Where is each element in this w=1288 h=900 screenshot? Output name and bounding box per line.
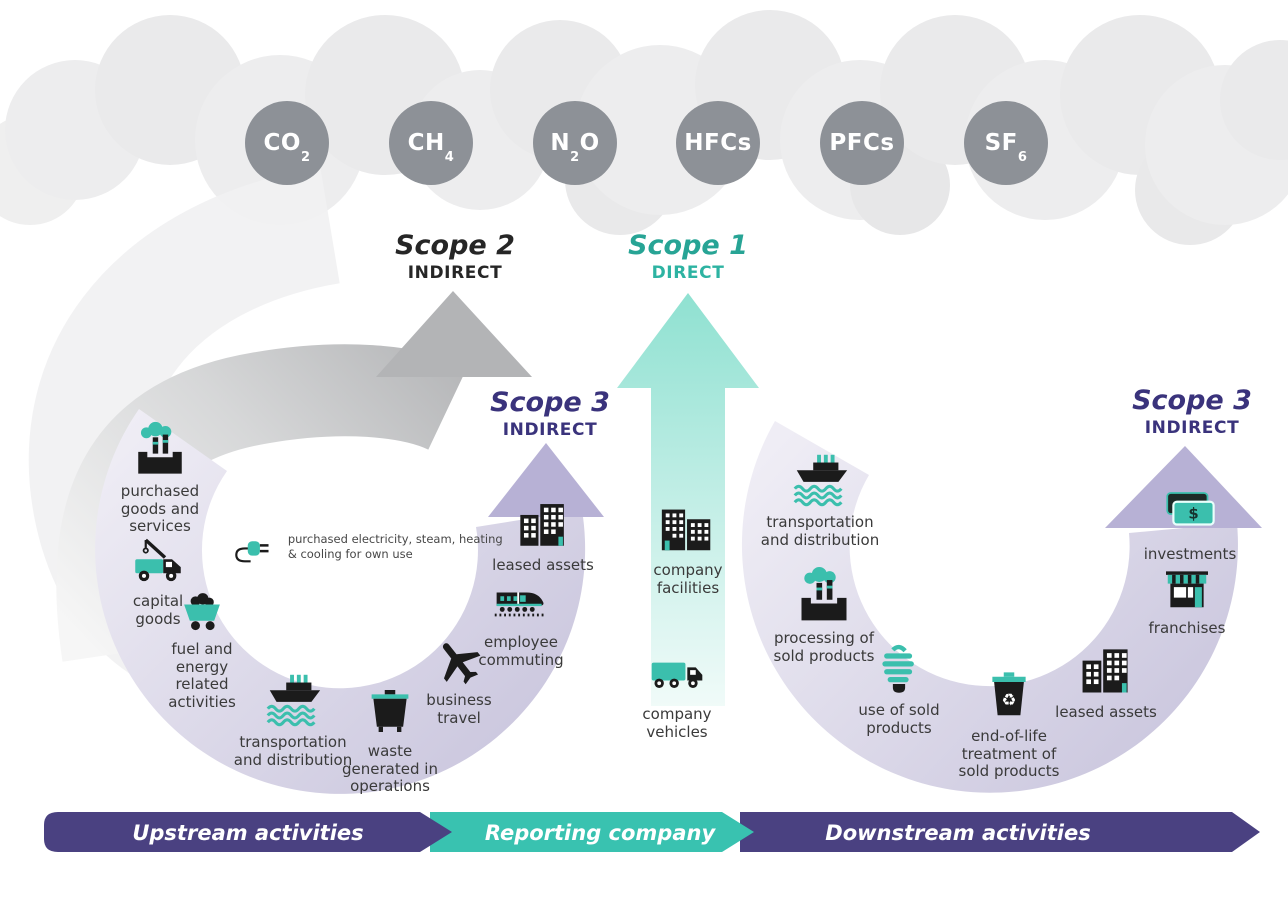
item-company-vehicles: company vehicles xyxy=(629,642,725,741)
gas-label: N xyxy=(550,130,571,156)
item-label: transportation and distribution xyxy=(760,513,880,549)
gas-label: PFCs xyxy=(829,130,895,156)
buildings-icon xyxy=(661,509,711,551)
downstream-bar-label: Downstream activities xyxy=(825,821,1091,845)
reporting-bar-label: Reporting company xyxy=(484,821,716,845)
item-business-travel: business travel xyxy=(414,634,504,727)
gas-label: HFCs xyxy=(684,130,752,156)
item-label: company vehicles xyxy=(642,705,712,741)
gas-label: CH xyxy=(407,130,445,156)
item-label: franchises xyxy=(1148,619,1226,637)
item-label: waste generated in operations xyxy=(342,742,438,796)
ship-icon xyxy=(266,674,321,727)
item-fuel-energy: fuel and energy related activities xyxy=(148,585,256,712)
gas-circle-hfcs: HFCs xyxy=(676,101,760,185)
ship-icon xyxy=(793,454,848,507)
scope1-title: Scope 1 xyxy=(628,230,748,261)
item-label: purchased electricity, steam, heating & … xyxy=(287,532,503,561)
item-label: transportation and distribution xyxy=(233,733,353,769)
item-processing: processing of sold products xyxy=(761,566,887,665)
item-waste: waste generated in operations xyxy=(338,683,442,796)
downstream-arc xyxy=(741,421,1262,793)
scope2-subtitle: INDIRECT xyxy=(407,263,503,284)
item-employee-commuting: employee commuting xyxy=(465,570,577,669)
banknotes-icon: $ xyxy=(1166,492,1215,526)
item-label: employee commuting xyxy=(478,633,564,669)
svg-text:$: $ xyxy=(1188,504,1198,522)
scope3-right-subtitle: INDIRECT xyxy=(1144,418,1240,439)
item-label: end-of-life treatment of sold products xyxy=(958,727,1060,781)
bottom-bar xyxy=(44,812,1260,852)
item-end-of-life: ♻ end-of-life treatment of sold products xyxy=(951,668,1067,781)
upstream-bar-label: Upstream activities xyxy=(132,821,364,845)
item-label: purchased goods and services xyxy=(120,482,200,536)
svg-text:♻: ♻ xyxy=(1002,691,1017,710)
item-transportation-downstream: transportation and distribution xyxy=(760,448,880,549)
scope1-subtitle: DIRECT xyxy=(651,263,725,284)
factory-icon xyxy=(138,421,182,474)
item-label: use of sold products xyxy=(858,701,940,737)
plane-icon xyxy=(442,643,481,685)
scope3-left-label: Scope 3 INDIRECT xyxy=(490,387,610,441)
crane-truck-icon xyxy=(135,538,181,582)
scope3-right-title: Scope 3 xyxy=(1132,385,1252,416)
item-label: business travel xyxy=(426,691,492,727)
truck-icon xyxy=(651,662,703,688)
scope3-right-label: Scope 3 INDIRECT xyxy=(1132,385,1252,439)
item-purchased-electricity: purchased electricity, steam, heating & … xyxy=(232,524,512,570)
item-label: investments xyxy=(1143,545,1237,563)
item-leased-assets-downstream: leased assets xyxy=(1044,640,1168,722)
item-leased-assets-upstream: leased assets xyxy=(483,495,603,575)
building-icon xyxy=(520,504,564,546)
train-icon xyxy=(494,592,546,617)
item-label: leased assets xyxy=(492,556,594,574)
item-label: leased assets xyxy=(1055,703,1157,721)
gas-label: CO xyxy=(263,130,301,156)
item-transportation-upstream: transportation and distribution xyxy=(233,668,353,769)
item-franchises: franchises xyxy=(1132,560,1242,638)
dumpster-icon xyxy=(371,690,409,732)
item-use-of-sold: use of sold products xyxy=(847,642,951,737)
mine-cart-icon xyxy=(184,593,220,631)
item-label: company facilities xyxy=(653,561,723,597)
item-label: capital goods xyxy=(132,592,184,628)
scope1-label: Scope 1 DIRECT xyxy=(628,230,748,284)
item-capital-goods: capital goods xyxy=(118,533,198,628)
gas-circle-pfcs: PFCs xyxy=(820,101,904,185)
item-label: processing of sold products xyxy=(773,629,875,665)
scope2-title: Scope 2 xyxy=(395,230,515,261)
item-label: fuel and energy related activities xyxy=(168,640,236,712)
storefront-icon xyxy=(1166,571,1208,608)
scope3-left-subtitle: INDIRECT xyxy=(502,420,598,441)
cfl-bulb-icon xyxy=(882,644,914,693)
scope3-left-title: Scope 3 xyxy=(490,387,610,418)
gas-label: SF xyxy=(984,130,1018,156)
item-purchased-goods: purchased goods and services xyxy=(112,421,208,536)
building-icon xyxy=(1082,649,1128,693)
plug-icon xyxy=(235,541,269,563)
item-company-facilities: company facilities xyxy=(640,496,736,597)
factory-icon xyxy=(801,566,847,621)
scope2-label: Scope 2 INDIRECT xyxy=(395,230,515,284)
upstream-arc xyxy=(95,409,604,794)
item-investments: $ investments xyxy=(1135,486,1245,564)
recycle-bin-icon: ♻ xyxy=(992,672,1026,716)
